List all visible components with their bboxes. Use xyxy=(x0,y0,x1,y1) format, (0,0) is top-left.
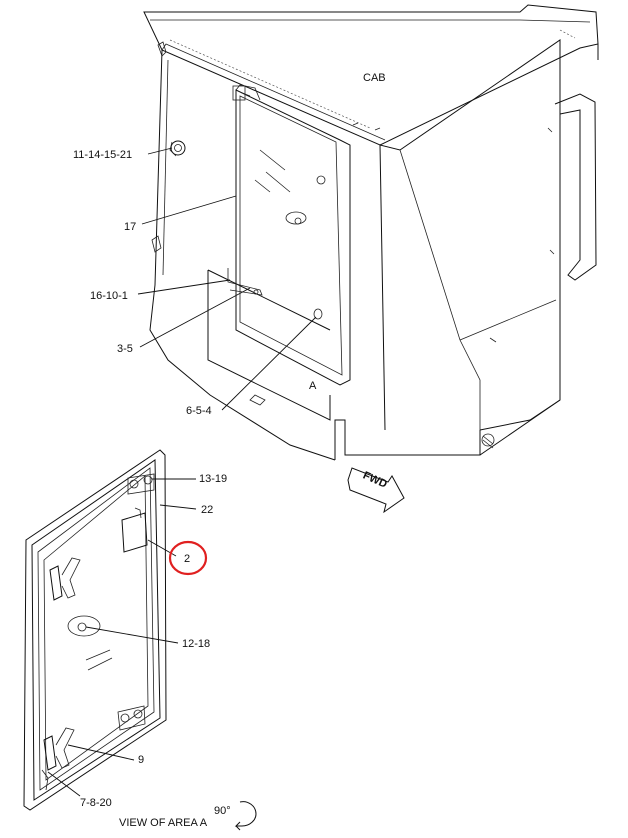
callout-9: 9 xyxy=(138,754,144,766)
door-detail xyxy=(23,449,167,811)
callout-2-highlight xyxy=(168,540,208,576)
rotation-arrow-icon xyxy=(234,801,257,831)
callout-11-14-15-21: 11-14-15-21 xyxy=(73,149,132,161)
cab-assembly xyxy=(143,4,599,461)
callout-12-18: 12-18 xyxy=(182,638,210,650)
callout-2: 2 xyxy=(184,553,190,565)
callout-3-5: 3-5 xyxy=(117,343,133,355)
callout-7-8-20: 7-8-20 xyxy=(80,797,112,809)
rotation-label: 90° xyxy=(214,805,231,817)
cab-label: CAB xyxy=(363,72,386,84)
view-of-area-caption: VIEW OF AREA A xyxy=(119,817,208,829)
fwd-label: FWD xyxy=(361,470,389,491)
area-a-marker: A xyxy=(309,380,317,392)
callout-6-5-4: 6-5-4 xyxy=(186,405,212,417)
callout-17: 17 xyxy=(124,221,136,233)
callout-13-19: 13-19 xyxy=(199,473,227,485)
leader-lines xyxy=(47,147,317,797)
callout-22: 22 xyxy=(201,504,213,516)
callout-16-10-1: 16-10-1 xyxy=(90,290,128,302)
fwd-arrow: FWD xyxy=(347,467,405,514)
